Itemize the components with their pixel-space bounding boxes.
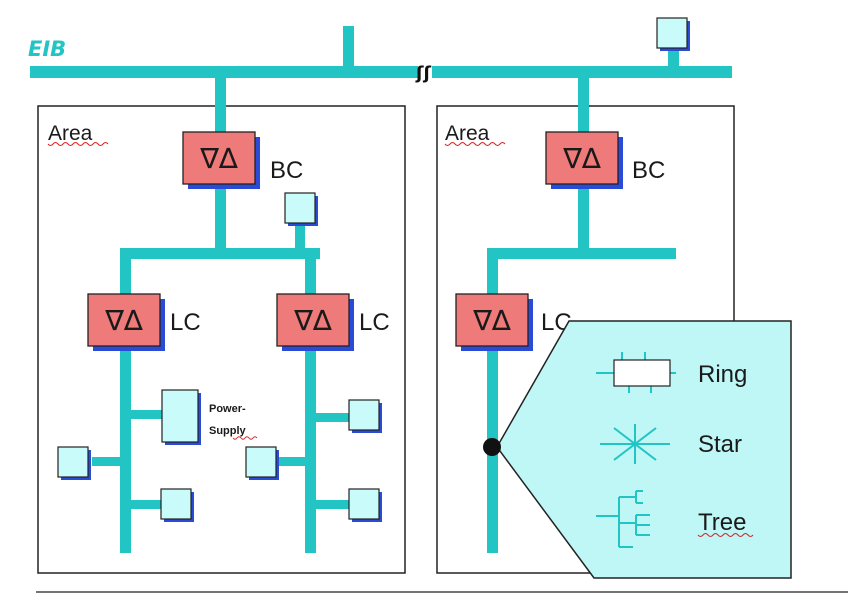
- line-coupler-3: ∇∆: [455, 293, 534, 352]
- area-1-lines: [92, 76, 350, 553]
- line-device: [284, 192, 319, 227]
- line-coupler-2-label: LC: [359, 309, 390, 336]
- line-coupler-2: ∇∆: [276, 293, 355, 352]
- ring-label: Ring: [698, 361, 747, 388]
- line-connection-point: [483, 438, 501, 456]
- power-supply-device: [161, 389, 202, 446]
- bus-label: EIB: [28, 37, 66, 61]
- coupler-symbol-icon: ∇∆: [199, 142, 238, 175]
- coupler-symbol-icon: ∇∆: [562, 142, 601, 175]
- bus-break-symbol: ʃʃ: [415, 63, 431, 84]
- topology-callout: [496, 320, 792, 579]
- power-supply-label-line2: Supply: [209, 425, 247, 437]
- line-coupler-1: ∇∆: [87, 293, 166, 352]
- line-device: [245, 446, 280, 481]
- star-topology-icon: [600, 424, 670, 464]
- power-supply-label: Power- Supply: [209, 403, 249, 437]
- power-supply-label-line1: Power-: [209, 403, 246, 415]
- backbone-coupler-1: ∇∆: [182, 131, 261, 190]
- tree-label: Tree: [698, 509, 746, 536]
- coupler-symbol-icon: ∇∆: [472, 304, 511, 337]
- main-bus: [30, 26, 732, 78]
- backbone-coupler-2-label: BC: [632, 157, 665, 184]
- line-device: [348, 488, 383, 523]
- backbone-coupler-2: ∇∆: [545, 131, 624, 190]
- star-label: Star: [698, 431, 742, 458]
- ring-topology-icon: [596, 352, 676, 393]
- line-coupler-1-label: LC: [170, 309, 201, 336]
- area-2-label: Area: [445, 122, 490, 145]
- bus-device: [656, 17, 691, 52]
- coupler-symbol-icon: ∇∆: [293, 304, 332, 337]
- line-device: [160, 488, 195, 523]
- area-1-label: Area: [48, 122, 93, 145]
- line-device: [348, 399, 383, 434]
- line-device: [57, 446, 92, 481]
- tree-topology-icon: [596, 490, 650, 548]
- coupler-symbol-icon: ∇∆: [104, 304, 143, 337]
- backbone-coupler-1-label: BC: [270, 157, 303, 184]
